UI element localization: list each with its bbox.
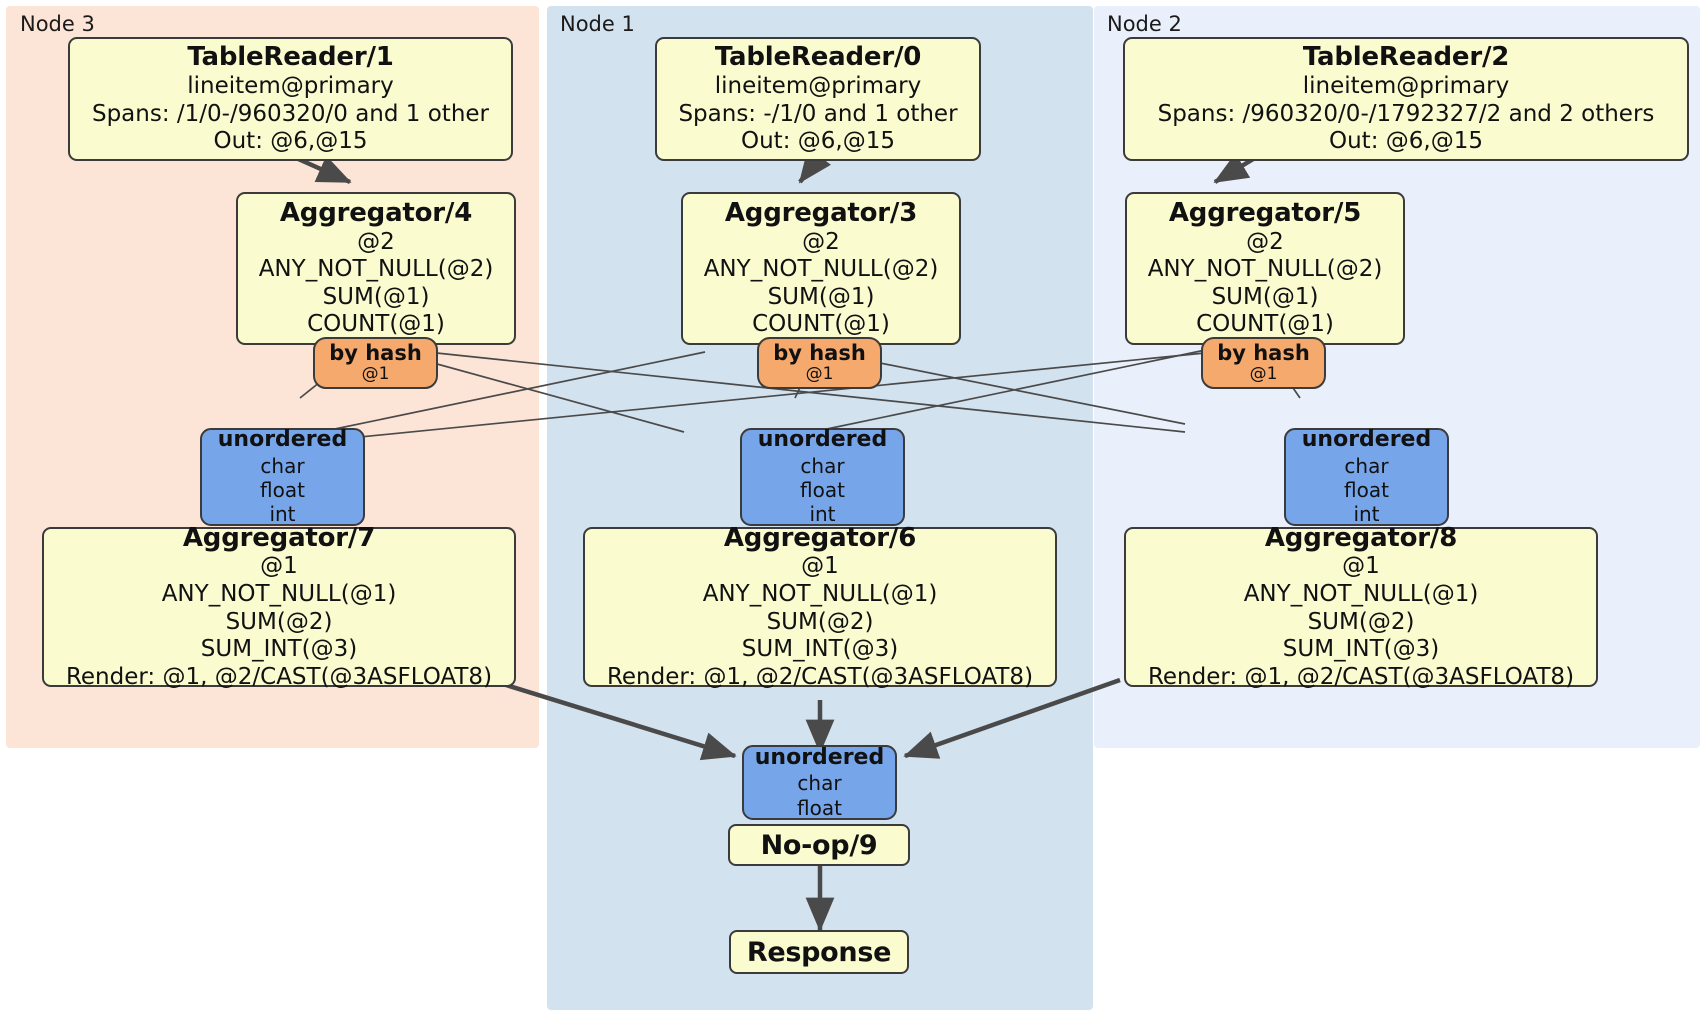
router-unordered-final[interactable]: unordered char float bbox=[742, 745, 897, 820]
node-line: SUM(@2) bbox=[1307, 608, 1415, 635]
router-line: @1 bbox=[361, 363, 390, 384]
router-title: unordered bbox=[217, 427, 348, 453]
node-line: Render: @1, @2/CAST(@3ASFLOAT8) bbox=[65, 663, 493, 690]
node-line: COUNT(@1) bbox=[307, 311, 445, 338]
router-line: char bbox=[797, 771, 842, 796]
node-line: Render: @1, @2/CAST(@3ASFLOAT8) bbox=[1147, 663, 1575, 690]
node-line: lineitem@primary bbox=[714, 72, 922, 99]
node-line: ANY_NOT_NULL(@2) bbox=[258, 256, 494, 283]
router-unordered-right[interactable]: unordered char float int bbox=[1284, 427, 1449, 527]
node-aggregator-5[interactable]: Aggregator/5 @2 ANY_NOT_NULL(@2) SUM(@1)… bbox=[1125, 192, 1405, 345]
node-line: SUM(@1) bbox=[1211, 283, 1319, 310]
node-response[interactable]: Response bbox=[729, 930, 909, 974]
node-line: ANY_NOT_NULL(@2) bbox=[703, 256, 939, 283]
node-line: @1 bbox=[801, 553, 839, 580]
node-line: Render: @1, @2/CAST(@3ASFLOAT8) bbox=[606, 663, 1034, 690]
node-line: Spans: -/1/0 and 1 other bbox=[678, 100, 958, 127]
node-line: SUM(@1) bbox=[322, 283, 430, 310]
node-line: Out: @6,@15 bbox=[213, 128, 368, 155]
node-title: No-op/9 bbox=[760, 829, 878, 861]
node-panel-label-node3: Node 3 bbox=[20, 12, 95, 36]
router-line: @1 bbox=[805, 363, 834, 384]
node-table-reader-0[interactable]: TableReader/0 lineitem@primary Spans: -/… bbox=[655, 37, 981, 161]
node-title: Aggregator/7 bbox=[182, 522, 376, 553]
node-line: @2 bbox=[802, 228, 840, 255]
router-by-hash-center[interactable]: by hash @1 bbox=[757, 337, 882, 389]
node-line: ANY_NOT_NULL(@1) bbox=[702, 580, 938, 607]
node-panel-label-node2: Node 2 bbox=[1107, 12, 1182, 36]
node-line: SUM(@2) bbox=[225, 608, 333, 635]
router-line: float bbox=[260, 478, 305, 502]
router-title: by hash bbox=[329, 340, 422, 365]
node-title: TableReader/2 bbox=[1302, 42, 1510, 73]
router-line: float bbox=[800, 478, 845, 502]
node-line: Out: @6,@15 bbox=[1329, 128, 1483, 155]
router-title: unordered bbox=[757, 427, 888, 453]
node-line: Spans: /1/0-/960320/0 and 1 other bbox=[91, 100, 490, 127]
node-title: Aggregator/5 bbox=[1168, 197, 1362, 228]
router-line: float bbox=[797, 795, 842, 820]
node-title: Aggregator/6 bbox=[723, 522, 917, 553]
node-panel-label-node1: Node 1 bbox=[560, 12, 635, 36]
router-by-hash-right[interactable]: by hash @1 bbox=[1201, 337, 1326, 389]
node-line: COUNT(@1) bbox=[1196, 311, 1334, 338]
node-line: ANY_NOT_NULL(@1) bbox=[1243, 580, 1479, 607]
router-line: int bbox=[809, 502, 836, 527]
node-title: TableReader/1 bbox=[187, 42, 394, 73]
router-line: int bbox=[269, 502, 296, 527]
node-line: COUNT(@1) bbox=[752, 311, 890, 338]
node-line: lineitem@primary bbox=[1302, 72, 1510, 99]
node-no-op-9[interactable]: No-op/9 bbox=[728, 824, 910, 866]
node-line: @1 bbox=[260, 553, 298, 580]
router-line: @1 bbox=[1249, 363, 1278, 384]
node-line: @2 bbox=[1246, 228, 1284, 255]
node-line: @2 bbox=[357, 228, 395, 255]
node-line: @1 bbox=[1342, 553, 1380, 580]
node-line: SUM(@1) bbox=[767, 283, 875, 310]
node-aggregator-7[interactable]: Aggregator/7 @1 ANY_NOT_NULL(@1) SUM(@2)… bbox=[42, 523, 516, 690]
router-line: char bbox=[260, 453, 305, 478]
node-line: ANY_NOT_NULL(@2) bbox=[1147, 256, 1383, 283]
node-title: TableReader/0 bbox=[714, 42, 922, 73]
router-line: float bbox=[1344, 478, 1389, 502]
node-title: Aggregator/3 bbox=[724, 197, 918, 228]
node-line: Spans: /960320/0-/1792327/2 and 2 others bbox=[1157, 100, 1655, 127]
router-unordered-left[interactable]: unordered char float int bbox=[200, 427, 365, 527]
node-line: ANY_NOT_NULL(@1) bbox=[161, 580, 397, 607]
node-line: SUM(@2) bbox=[766, 608, 874, 635]
router-by-hash-left[interactable]: by hash @1 bbox=[313, 337, 438, 389]
node-line: Out: @6,@15 bbox=[741, 128, 895, 155]
node-line: SUM_INT(@3) bbox=[741, 636, 899, 663]
router-title: unordered bbox=[754, 744, 885, 770]
node-aggregator-6[interactable]: Aggregator/6 @1 ANY_NOT_NULL(@1) SUM(@2)… bbox=[583, 523, 1057, 690]
node-aggregator-4[interactable]: Aggregator/4 @2 ANY_NOT_NULL(@2) SUM(@1)… bbox=[236, 192, 516, 345]
router-line: char bbox=[1344, 453, 1389, 478]
node-table-reader-2[interactable]: TableReader/2 lineitem@primary Spans: /9… bbox=[1123, 37, 1689, 161]
router-line: int bbox=[1353, 502, 1380, 527]
node-line: SUM_INT(@3) bbox=[200, 636, 358, 663]
node-title: Aggregator/4 bbox=[279, 197, 473, 228]
node-title: Aggregator/8 bbox=[1264, 522, 1458, 553]
router-line: char bbox=[800, 453, 845, 478]
router-title: unordered bbox=[1301, 427, 1432, 453]
node-aggregator-3[interactable]: Aggregator/3 @2 ANY_NOT_NULL(@2) SUM(@1)… bbox=[681, 192, 961, 345]
node-line: SUM_INT(@3) bbox=[1282, 636, 1440, 663]
node-aggregator-8[interactable]: Aggregator/8 @1 ANY_NOT_NULL(@1) SUM(@2)… bbox=[1124, 523, 1598, 690]
router-title: by hash bbox=[1217, 340, 1310, 365]
node-table-reader-1[interactable]: TableReader/1 lineitem@primary Spans: /1… bbox=[68, 37, 513, 161]
node-title: Response bbox=[746, 936, 892, 968]
node-line: lineitem@primary bbox=[187, 72, 394, 99]
router-unordered-center[interactable]: unordered char float int bbox=[740, 427, 905, 527]
router-title: by hash bbox=[773, 340, 866, 365]
